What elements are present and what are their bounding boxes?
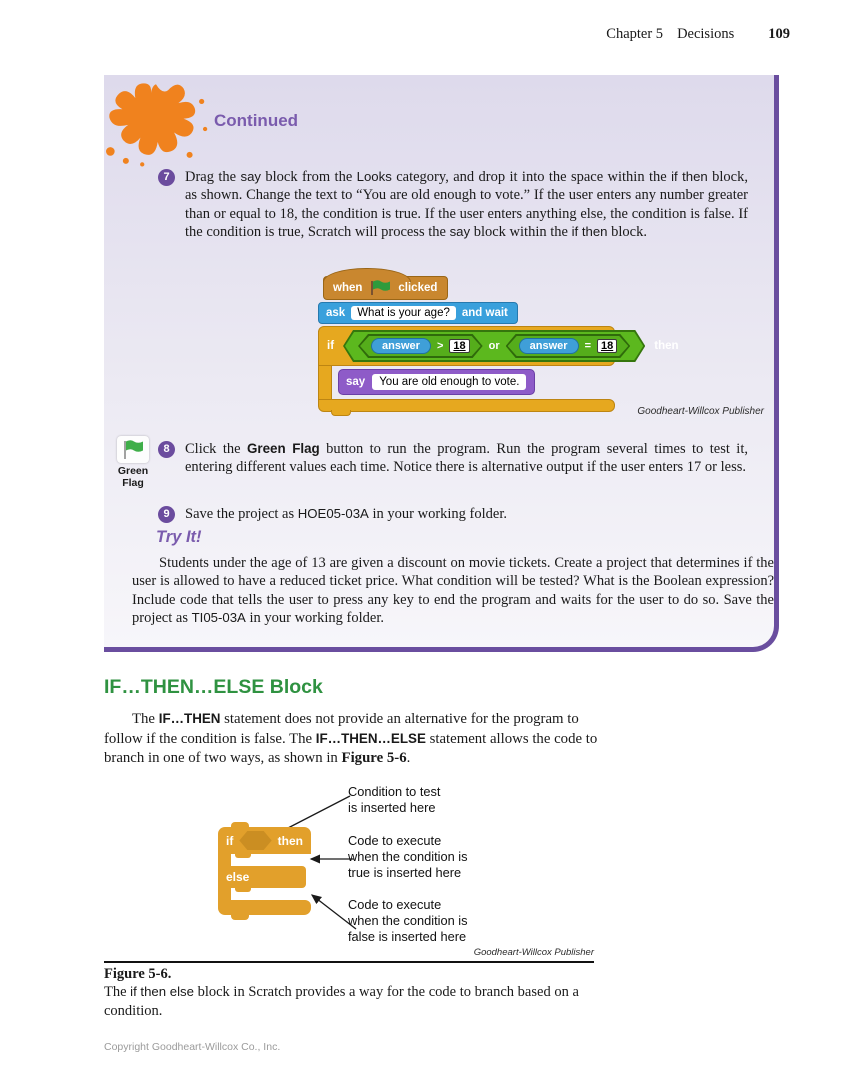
answer-reporter: answer — [371, 338, 431, 354]
greater-than-operator: > — [436, 340, 444, 352]
value-input-18[interactable]: 18 — [449, 339, 469, 353]
page-header: Chapter 5 Decisions 109 — [606, 26, 790, 43]
if-then-else-block-diagram: if then else — [218, 822, 311, 920]
if-then-block-arm — [318, 366, 332, 399]
if-then-block-footer — [318, 399, 615, 416]
ask-input-field[interactable]: What is your age? — [351, 306, 456, 320]
continued-panel: Continued 7 Drag the say block from the … — [104, 75, 779, 652]
figure-caption-title: Figure 5-6. — [104, 966, 172, 982]
greater-than-condition-hexagon: answer > 18 — [358, 334, 483, 358]
ask-label: ask — [326, 307, 346, 319]
step-9-text: Save the project as HOE05-03A in your wo… — [185, 506, 507, 522]
step-7: 7 Drag the say block from the Looks cate… — [158, 168, 748, 241]
section-heading: IF…THEN…ELSE Block — [104, 676, 323, 698]
when-flag-clicked-block: when clicked — [323, 268, 449, 300]
equals-condition-hexagon: answer = 18 — [506, 334, 631, 358]
fb-then-label: then — [277, 833, 303, 848]
false-branch-slot — [218, 888, 311, 900]
say-label: say — [346, 376, 366, 388]
or-operator-hexagon: answer > 18 or answer = 18 — [343, 330, 645, 362]
annotation-false-branch: Code to execute when the condition is fa… — [348, 897, 468, 944]
annotation-true-branch: Code to execute when the condition is tr… — [348, 833, 468, 880]
margin-flag: Green Flag — [108, 436, 158, 489]
paint-splat-icon — [106, 83, 208, 167]
if-then-else-header: if then — [218, 822, 311, 854]
if-then-else-footer — [218, 900, 311, 920]
if-label: if — [327, 340, 335, 352]
step-7-text: Drag the say block from the Looks catego… — [185, 169, 748, 240]
true-branch-slot — [218, 854, 311, 866]
else-bar: else — [218, 866, 306, 888]
value-input-18[interactable]: 18 — [597, 339, 617, 353]
or-label: or — [488, 340, 500, 352]
script-credit: Goodheart-Willcox Publisher — [637, 406, 764, 417]
if-then-block-header: if answer > 18 or answer = 18 then — [318, 326, 679, 366]
step-8: 8 Click the Green Flag button to run the… — [158, 440, 748, 477]
page-number: 109 — [768, 26, 790, 42]
answer-reporter: answer — [519, 338, 579, 354]
step-8-badge: 8 — [158, 441, 175, 458]
scratch-script: when clicked ask What is your age? and w… — [318, 268, 679, 416]
then-label: then — [654, 340, 679, 352]
equals-operator: = — [584, 340, 591, 352]
section-paragraph: The IF…THEN statement does not provide a… — [104, 711, 598, 767]
say-input-field[interactable]: You are old enough to vote. — [372, 374, 527, 390]
step-7-badge: 7 — [158, 169, 175, 186]
fb-if-label: if — [226, 833, 234, 848]
continued-title: Continued — [214, 111, 299, 130]
copyright-footer: Copyright Goodheart-Willcox Co., Inc. — [104, 1041, 281, 1053]
tryit-title: Try It! — [156, 528, 202, 546]
step-9: 9 Save the project as HOE05-03A in your … — [158, 505, 748, 523]
and-wait-label: and wait — [461, 307, 508, 319]
step-9-badge: 9 — [158, 506, 175, 523]
say-block: say You are old enough to vote. — [338, 369, 536, 395]
fb-else-label: else — [226, 870, 250, 884]
ask-and-wait-block: ask What is your age? and wait — [318, 302, 518, 324]
figure-rule — [104, 961, 594, 963]
when-label: when — [333, 282, 363, 294]
green-flag-button-icon[interactable] — [117, 436, 149, 463]
figure-credit: Goodheart-Willcox Publisher — [473, 947, 594, 958]
figure-caption-text: The if then else block in Scratch provid… — [104, 984, 579, 1019]
clicked-label: clicked — [398, 282, 438, 294]
annotation-condition: Condition to test is inserted here — [348, 784, 441, 815]
step-8-text: Click the Green Flag button to run the p… — [185, 441, 748, 476]
tryit-paragraph: Students under the age of 13 are given a… — [132, 555, 774, 627]
chapter-label: Chapter 5 — [606, 26, 664, 42]
section-label: Decisions — [677, 26, 735, 42]
green-flag-icon — [371, 280, 391, 295]
if-then-block-mouth: say You are old enough to vote. — [318, 366, 615, 399]
condition-slot-hexagon — [239, 831, 271, 850]
margin-flag-label: Green Flag — [117, 465, 149, 489]
figure-5-6: if then else Condition to test is insert… — [104, 778, 604, 958]
